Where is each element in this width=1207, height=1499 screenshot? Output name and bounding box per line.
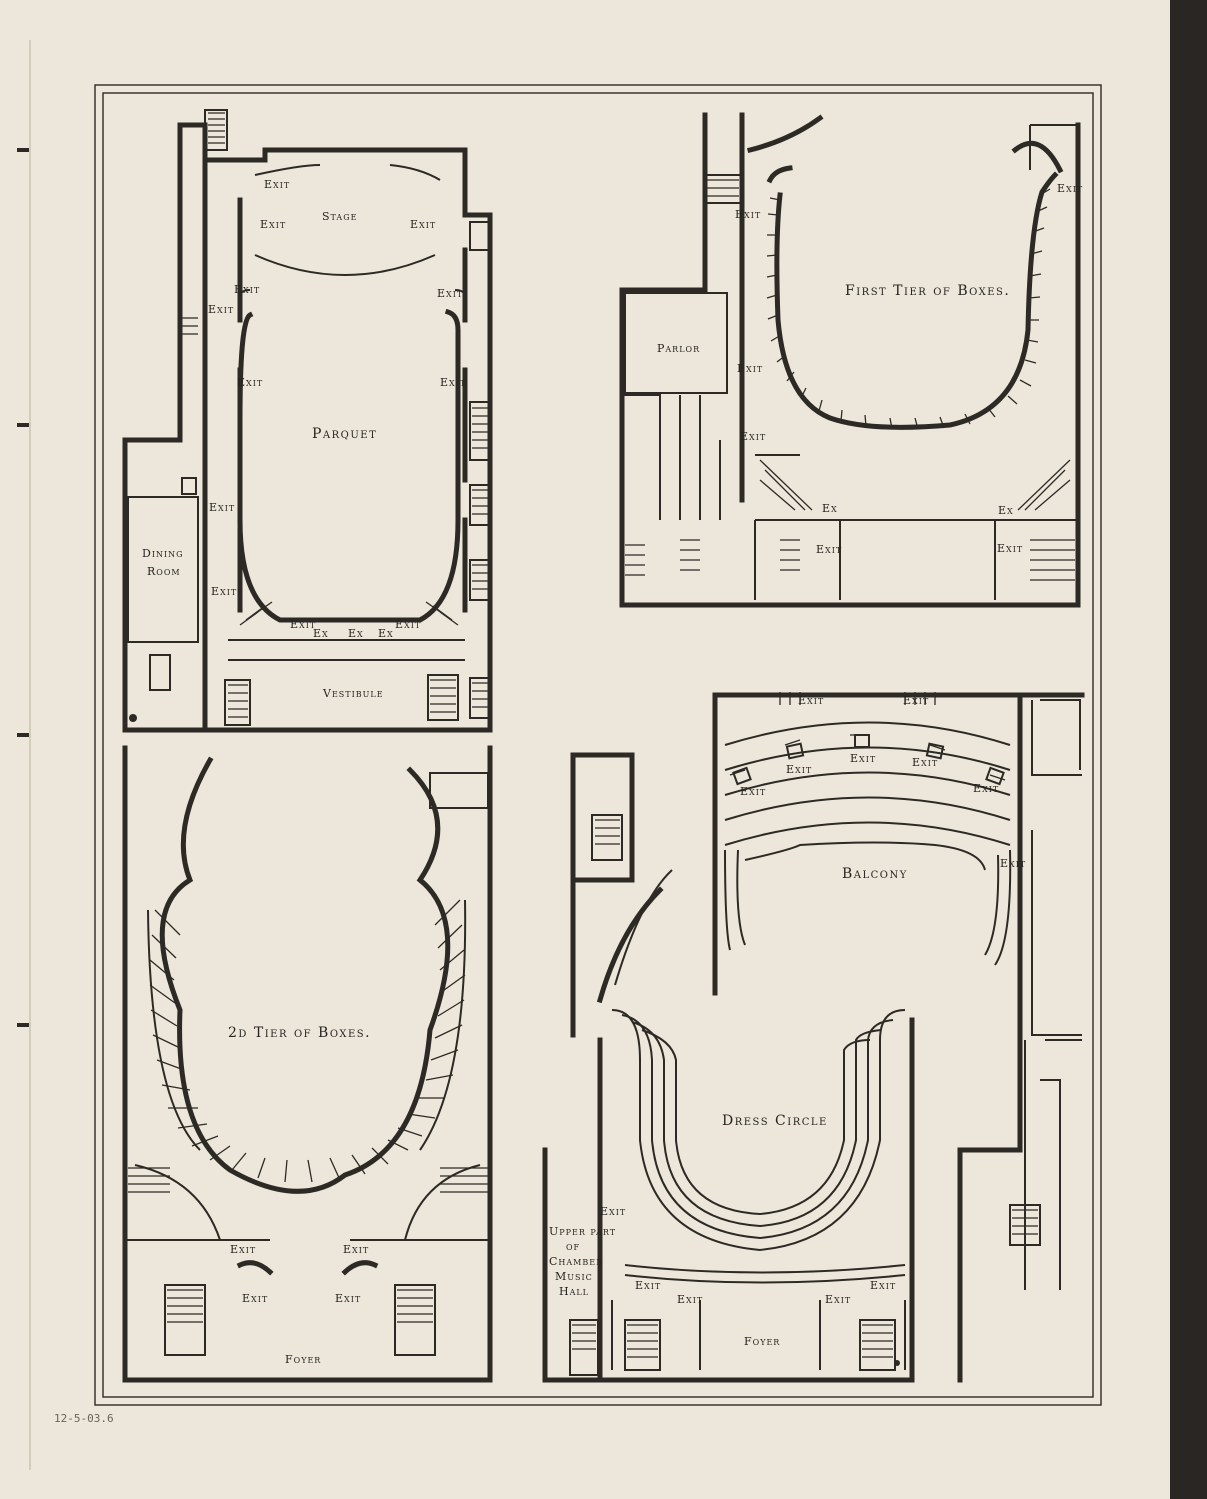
exit-label: Exit: [600, 1205, 626, 1218]
chamber-music-hall-note: Upper part: [549, 1225, 616, 1238]
exit-label: Exit: [870, 1279, 896, 1292]
exit-label: Exit: [208, 303, 234, 316]
exit-label: Exit: [264, 178, 290, 191]
stage-label: Stage: [322, 210, 357, 223]
first-tier-title: First Tier of Boxes.: [845, 283, 1010, 299]
second-tier-plan: 2d Tier of Boxes. Exit Exit Exit Exit Fo…: [122, 745, 493, 1383]
floor-plans: Exit Exit Exit Stage Exit Exit Exit Exit…: [17, 40, 1102, 1470]
exit-label: Exit: [737, 362, 763, 375]
exit-label: Exit: [230, 1243, 256, 1256]
exit-label: Exit: [816, 543, 842, 556]
chamber-music-hall-note: Music: [555, 1270, 593, 1283]
chamber-music-hall-note: Hall: [559, 1285, 589, 1298]
parquet-title: Parquet: [312, 426, 377, 442]
foyer-label: Foyer: [285, 1353, 321, 1366]
exit-label: Exit: [735, 208, 761, 221]
page-border: [94, 84, 1102, 1406]
exit-label: Exit: [798, 694, 824, 707]
exit-label: Exit: [903, 694, 929, 707]
exit-label: Exit: [825, 1293, 851, 1306]
vestibule-label: Vestibule: [322, 687, 384, 700]
exit-label: Exit: [234, 283, 260, 296]
exit-label: Exit: [237, 376, 263, 389]
exit-label: Exit: [677, 1293, 703, 1306]
dining-room-label: Room: [147, 565, 181, 578]
dress-circle-title: Dress Circle: [722, 1113, 828, 1129]
dining-room-label: Dining: [142, 547, 184, 560]
exit-label: Exit: [850, 752, 876, 765]
balcony-plan: Exit Exit Exit Exit Exit Exit Exit Exit …: [712, 692, 1085, 1383]
exit-label: Exit: [343, 1243, 369, 1256]
exit-label: Exit: [395, 618, 421, 631]
ex-label: Ex: [313, 627, 329, 640]
ex-label: Ex: [348, 627, 364, 640]
exit-label: Exit: [997, 542, 1023, 555]
exit-label: Exit: [242, 1292, 268, 1305]
balcony-title: Balcony: [842, 866, 908, 882]
ex-label: Ex: [378, 627, 394, 640]
parlor-label: Parlor: [657, 342, 700, 355]
chamber-music-hall-note: of: [566, 1240, 580, 1253]
binding-stitches: [17, 40, 31, 1470]
program-page: Exit Exit Exit Stage Exit Exit Exit Exit…: [0, 0, 1170, 1499]
exit-label: Exit: [912, 756, 938, 769]
margin-note: 12-5-03.6: [54, 1412, 114, 1425]
exit-label: Exit: [440, 376, 466, 389]
chamber-music-hall-note: Chamber: [549, 1255, 603, 1268]
foyer-label: Foyer: [744, 1335, 780, 1348]
exit-label: Exit: [209, 501, 235, 514]
ex-label: Ex: [822, 502, 838, 515]
exit-label: Exit: [740, 430, 766, 443]
exit-label: Exit: [335, 1292, 361, 1305]
exit-label: Exit: [1000, 857, 1026, 870]
exit-label: Exit: [260, 218, 286, 231]
exit-label: Exit: [786, 763, 812, 776]
exit-label: Exit: [1057, 182, 1083, 195]
exit-label: Exit: [740, 785, 766, 798]
dress-circle-plan: Exit Dress Circle Upper part of Chamber …: [542, 752, 915, 1383]
ex-label: Ex: [998, 504, 1014, 517]
parquet-plan: Exit Exit Exit Stage Exit Exit Exit Exit…: [122, 109, 493, 733]
exit-label: Exit: [635, 1279, 661, 1292]
exit-label: Exit: [290, 618, 316, 631]
exit-label: Exit: [437, 287, 463, 300]
second-tier-title: 2d Tier of Boxes.: [228, 1025, 371, 1041]
exit-label: Exit: [211, 585, 237, 598]
exit-label: Exit: [973, 782, 999, 795]
first-tier-plan: Exit Exit First Tier of Boxes. Parlor Ex…: [619, 112, 1083, 608]
exit-label: Exit: [410, 218, 436, 231]
